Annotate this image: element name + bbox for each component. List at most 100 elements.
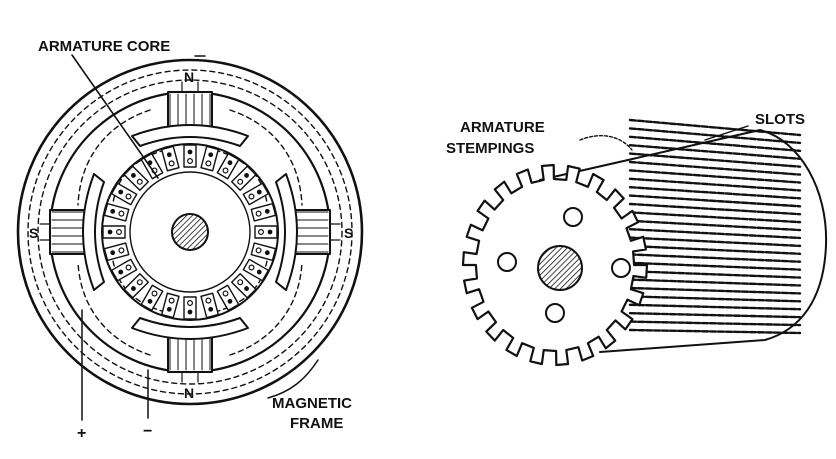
flux-loop-top-right [229, 109, 303, 206]
armature-shaft-bore [537, 245, 583, 291]
lamination-stripe [628, 253, 802, 263]
conductor [264, 250, 270, 256]
lamination-stripe [628, 286, 802, 295]
conductor [125, 264, 132, 271]
conductor [227, 160, 233, 166]
pole-shoe [82, 173, 105, 291]
field-poles [39, 81, 341, 383]
conductor [136, 178, 143, 185]
lamination-stripe [628, 186, 802, 200]
conductor [186, 299, 193, 306]
lamination-stripe [628, 160, 802, 176]
armature-slot [103, 242, 130, 262]
flux-loop-top-left [77, 109, 151, 206]
shaft [171, 213, 209, 251]
armature-slot [254, 225, 278, 239]
conductor [255, 247, 262, 254]
lamination-stripe [628, 118, 802, 137]
armature-slot [242, 182, 270, 206]
conductor [136, 279, 143, 286]
pole-shoe [275, 173, 298, 291]
lamination-stripe [628, 244, 802, 255]
slot-outline [216, 152, 240, 180]
slot-outline [200, 145, 220, 172]
slot-outline [200, 292, 220, 319]
ventilation-hole-left [497, 252, 517, 272]
slot-outline [103, 242, 130, 262]
conductor [131, 286, 136, 291]
lamination-stripe [628, 127, 802, 145]
armature-slots [102, 144, 278, 320]
armature-slot [160, 145, 180, 172]
ventilation-hole-bottom [545, 303, 565, 323]
slot-outline [110, 182, 138, 206]
conductor [131, 173, 136, 178]
conductor [222, 167, 229, 174]
armature-slot [231, 165, 257, 191]
lamination-stripe [628, 211, 802, 224]
yoke-outer-ring [16, 58, 364, 406]
conductor [208, 306, 214, 312]
field-pole-0 [131, 81, 249, 147]
conductor [267, 229, 273, 235]
lamination-stripe [628, 194, 802, 208]
ventilation-hole-top [563, 207, 583, 227]
magnetic-frame-leader [267, 359, 319, 399]
slot-outline [183, 144, 197, 168]
armature-slot [140, 152, 164, 180]
slot-outline [250, 202, 277, 222]
conductor [116, 228, 123, 235]
slot-outline [216, 284, 240, 312]
armature-laminations-drawing: ARMATURE STEMPINGS SLOTS [446, 111, 828, 367]
conductor [248, 193, 255, 200]
terminal-positive: + [77, 425, 86, 442]
slot-outline [242, 258, 270, 282]
lamination-stripe [628, 228, 802, 240]
field-pole-1 [275, 173, 341, 291]
armature-slot [102, 225, 126, 239]
conductor [257, 229, 264, 236]
lamination-stripe [628, 320, 802, 327]
armature-slot [140, 284, 164, 312]
conductor [118, 247, 125, 254]
magnetic-frame-label-line2: FRAME [290, 415, 343, 432]
conductor [255, 210, 262, 217]
armature-slot [216, 152, 240, 180]
slot-outline [110, 258, 138, 282]
armature-stampings-label-line1: ARMATURE [460, 119, 545, 136]
slot-outline [250, 242, 277, 262]
slot-outline [160, 145, 180, 172]
armature-body-outline [539, 129, 828, 353]
conductor [166, 152, 172, 158]
armature-core-label: ARMATURE CORE [38, 38, 170, 55]
slot-outline [102, 225, 126, 239]
conductor [110, 250, 116, 256]
lamination-stripe [628, 144, 802, 160]
armature-slot [231, 273, 257, 299]
armature-core-inner [129, 171, 251, 293]
pole-label-south-right: S [344, 225, 353, 241]
lamination-stripe [628, 177, 802, 192]
armature-slot [103, 202, 130, 222]
magnetic-frame-label-line1: MAGNETIC [272, 395, 352, 412]
lamination-stripe [628, 219, 802, 232]
conductor [118, 269, 124, 275]
slots-label: SLOTS [755, 111, 805, 128]
conductor [237, 178, 244, 185]
conductor [208, 152, 214, 158]
pole-label-north-top: N [184, 69, 194, 85]
armature-slot [200, 292, 220, 319]
lamination-stripe [628, 152, 802, 168]
armature-slot [200, 145, 220, 172]
conductor [227, 298, 233, 304]
conductor [256, 269, 262, 275]
dc-machine-cross-section: ARMATURE CORE N N S S MAGNETIC FRAME + − [16, 38, 364, 442]
flux-loop-bottom-left [77, 261, 151, 356]
slot-outline [160, 292, 180, 319]
armature-slot [250, 242, 277, 262]
conductor [244, 173, 249, 178]
pole-core [167, 91, 213, 129]
pole-core [167, 335, 213, 373]
conductor [187, 149, 193, 155]
